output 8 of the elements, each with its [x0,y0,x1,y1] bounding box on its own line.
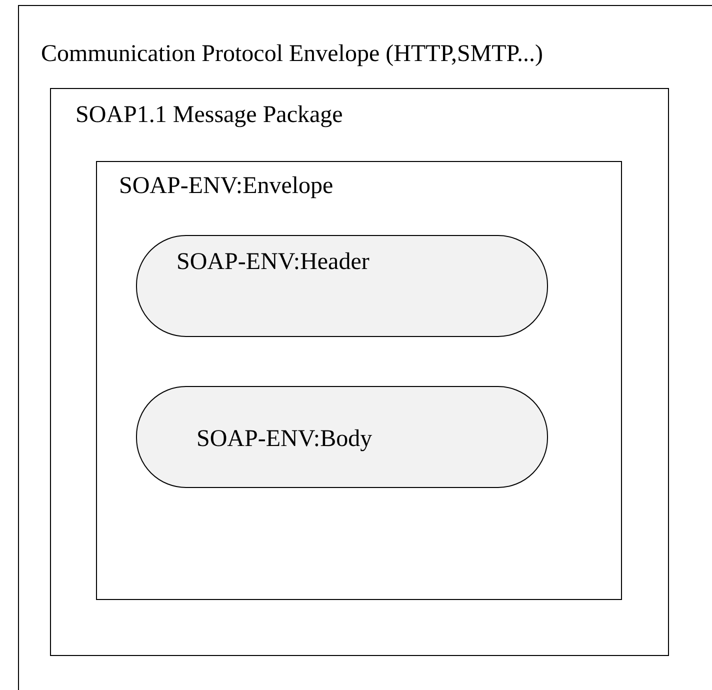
container-box [50,88,668,656]
heading-text: SOAP1.1 Message Package [76,100,343,128]
heading-text: Communication Protocol Envelope (HTTP,SMTP...) [41,40,543,68]
container-box [18,5,712,690]
container-box [96,161,622,600]
box-label: SOAP-ENV:Header [176,248,370,276]
box-label: SOAP-ENV:Body [196,424,372,452]
heading-text: SOAP-ENV:Envelope [119,172,334,200]
